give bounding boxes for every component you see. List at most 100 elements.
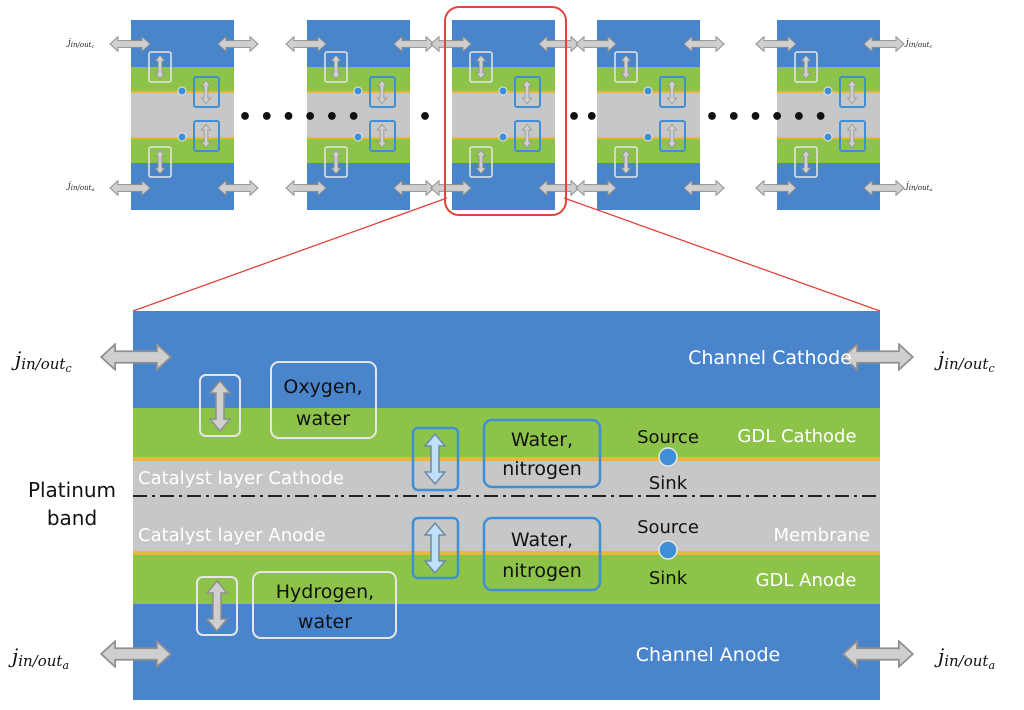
hydrogen-arrow-box [196, 576, 238, 636]
label-water-nitrogen-top-line2: nitrogen [502, 458, 582, 480]
top-cell-3-box-lower-blue [514, 120, 541, 152]
top-cell-4-box-upper-white [614, 51, 638, 83]
top-cell-1-marker-bottom [177, 132, 187, 142]
label-gdl-anode: GDL Anode [756, 570, 857, 591]
top-cell-5-box-upper-white [794, 51, 818, 83]
top-cell-2-box-upper-blue [369, 76, 396, 108]
boundary-line-top [133, 457, 880, 461]
top-cell-1-box-upper-white [148, 51, 172, 83]
top-cell-5-box-lower-blue [839, 120, 866, 152]
top-cell-5-marker-bottom [823, 132, 833, 142]
top-cell-5-marker-top [823, 86, 833, 96]
water-nitrogen-top-arrow-box [411, 426, 460, 492]
top-cell-2-flux-arrow-left-top [285, 36, 327, 52]
top-cell-2-flux-arrow-right-top [393, 36, 435, 52]
top-cell-4-flux-arrow-right-top [683, 36, 725, 52]
top-cell-2-catalyst-membrane [307, 93, 410, 137]
top-cell-2-marker-top [353, 86, 363, 96]
flux-label-left-top: jin/outc [11, 347, 72, 375]
top-cell-2-flux-arrow-left-bottom [285, 180, 327, 196]
label-water-nitrogen-top-line1: Water, [511, 429, 573, 451]
source-sink-bottom-marker [658, 540, 678, 560]
flux-label-right-bottom: jin/outa [934, 644, 995, 672]
top-cell-1-box-lower-blue [193, 120, 220, 152]
label-source-bottom: Source [637, 517, 699, 538]
top-cell-4-catalyst-membrane [597, 93, 700, 137]
label-channel-cathode: Channel Cathode [688, 347, 852, 369]
top-cell-1-box-lower-white [148, 146, 172, 178]
ellipsis-2: • • [567, 105, 597, 130]
top-flux-labels: jin/outc jin/outa jin/outc jin/outa [66, 38, 932, 193]
ellipsis-3: • • • • • • [705, 105, 828, 130]
top-cell-3-marker-top [498, 86, 508, 96]
top-cell-1-box-upper-blue [193, 76, 220, 108]
boundary-line-bottom [133, 551, 880, 555]
top-cell-4-flux-arrow-right-bottom [683, 180, 725, 196]
top-cell-2-box-upper-white [324, 51, 348, 83]
top-cell-2-marker-bottom [353, 132, 363, 142]
top-cell-4-flux-arrow-left-bottom [575, 180, 617, 196]
top-cell-3-flux-arrow-left-top [430, 36, 472, 52]
label-source-top: Source [637, 427, 699, 448]
top-cell-2-box-lower-blue [369, 120, 396, 152]
top-cell-5-flux-arrow-right-top [863, 36, 905, 52]
label-catalyst-cathode: Catalyst layer Cathode [138, 468, 344, 489]
top-flux-anode-right: jin/outa [904, 181, 932, 193]
top-cell-2-box-lower-white [324, 146, 348, 178]
top-cell-1-marker-top [177, 86, 187, 96]
flux-label-right-top: jin/outc [934, 347, 995, 375]
top-row-cells [109, 20, 905, 210]
gdl-cathode-layer [133, 408, 880, 457]
label-platinum-line2: band [47, 506, 97, 530]
detail-cell [100, 311, 914, 700]
catalyst-membrane-layer [133, 461, 880, 551]
top-cell-3-marker-bottom [498, 132, 508, 142]
label-gdl-cathode: GDL Cathode [737, 426, 856, 447]
top-cell-4-box-lower-white [614, 146, 638, 178]
top-cell-1-catalyst-membrane [131, 93, 234, 137]
label-membrane: Membrane [774, 525, 870, 546]
channel-anode-layer [133, 604, 880, 700]
top-cell-3-box-lower-white [469, 146, 493, 178]
water-nitrogen-bottom-arrow-box [411, 516, 460, 580]
flux-label-left-bottom: jin/outa [8, 644, 69, 672]
ellipsis-1: • • • • • • [238, 105, 361, 130]
top-cell-3-flux-arrow-right-bottom [538, 180, 580, 196]
top-cell-1-flux-arrow-right-bottom [217, 180, 259, 196]
label-sink-top: Sink [649, 473, 688, 494]
label-channel-anode: Channel Anode [636, 644, 780, 666]
label-oxygen-line2: water [296, 408, 350, 430]
top-cell-4-flux-arrow-left-top [575, 36, 617, 52]
label-sink-bottom: Sink [649, 568, 688, 589]
top-cell-4-marker-bottom [643, 132, 653, 142]
label-water-nitrogen-bottom-line2: nitrogen [502, 560, 582, 582]
top-flux-cathode-right: jin/outc [904, 38, 932, 50]
top-cell-5-flux-arrow-right-bottom [863, 180, 905, 196]
selected-cell-highlight [444, 6, 567, 216]
source-sink-top-marker [658, 447, 678, 467]
hydrogen-water-box [252, 571, 397, 639]
top-cell-4-box-upper-blue [659, 76, 686, 108]
top-cell-5-box-upper-blue [839, 76, 866, 108]
top-cell-4-marker-top [643, 86, 653, 96]
top-cell-3-box-upper-blue [514, 76, 541, 108]
top-cell-1-flux-arrow-left-top [109, 36, 151, 52]
top-cell-3-box-upper-white [469, 51, 493, 83]
ellipsis-4: • [418, 105, 432, 130]
channel-cathode-layer [133, 311, 880, 408]
top-cell-1-flux-arrow-right-top [217, 36, 259, 52]
top-cell-2-flux-arrow-right-bottom [393, 180, 435, 196]
oxygen-arrow-box [199, 374, 241, 437]
label-hydrogen-line1: Hydrogen, [276, 581, 374, 603]
top-flux-cathode-left: jin/outc [66, 38, 94, 50]
top-cell-3-flux-arrow-right-top [538, 36, 580, 52]
top-cell-5-catalyst-membrane [777, 93, 880, 137]
top-cell-5-box-lower-white [794, 146, 818, 178]
water-nitrogen-top-box [482, 418, 602, 489]
oxygen-water-box [270, 361, 377, 439]
zoom-line-right [563, 197, 881, 312]
top-cell-5-flux-arrow-left-bottom [755, 180, 797, 196]
top-cell-3-catalyst-membrane [452, 93, 555, 137]
top-cell-3-flux-arrow-left-bottom [430, 180, 472, 196]
